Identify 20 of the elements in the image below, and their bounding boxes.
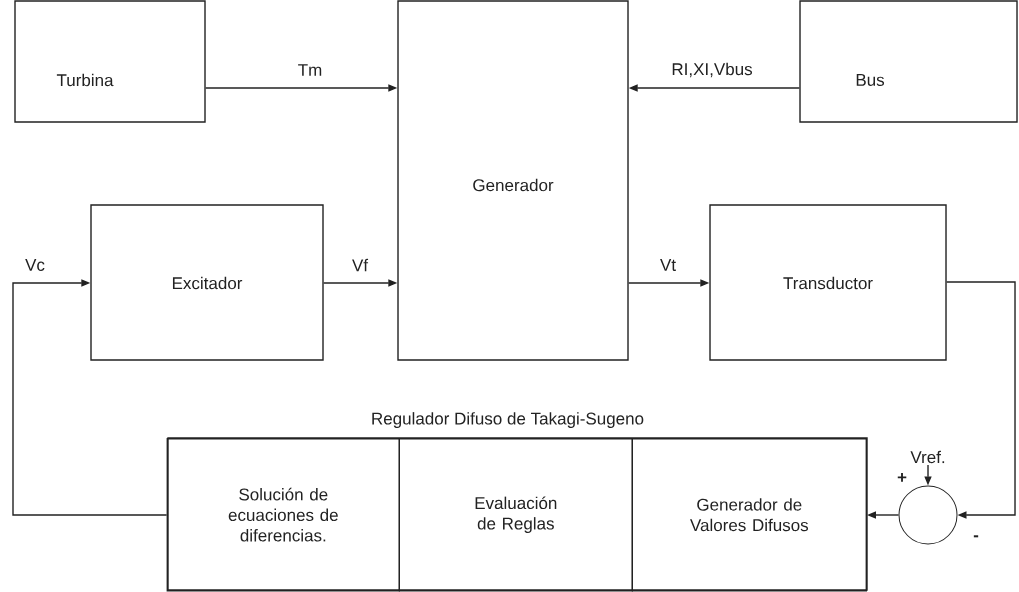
block-box: Evaluación de Reglas [398,438,633,592]
sign-label: + [897,473,907,482]
block-box: Bus [799,0,1018,123]
summing-junction [898,485,958,545]
block-box: Turbina [14,0,206,123]
edge-label: Vc [24,258,46,272]
block-box: Excitador [90,204,324,361]
edge-label: RI,XI,Vbus [670,61,754,79]
edge-label: Vf [351,257,370,273]
block-box: Generador de Valores Difusos [631,438,867,592]
edge-label: Tm [296,63,324,77]
block-box: Generador [397,0,629,361]
arrow [12,279,168,516]
block-box: Transductor [709,204,947,361]
edge-label: Vt [659,258,678,272]
sign-label: - [973,535,979,538]
arrow [946,281,1016,519]
block-box: Solución de ecuaciones de diferencias. [166,438,400,592]
signal-label: Vref. [910,450,945,464]
node-label: Regulador Difuso de Takagi-Sugeno [372,412,644,428]
